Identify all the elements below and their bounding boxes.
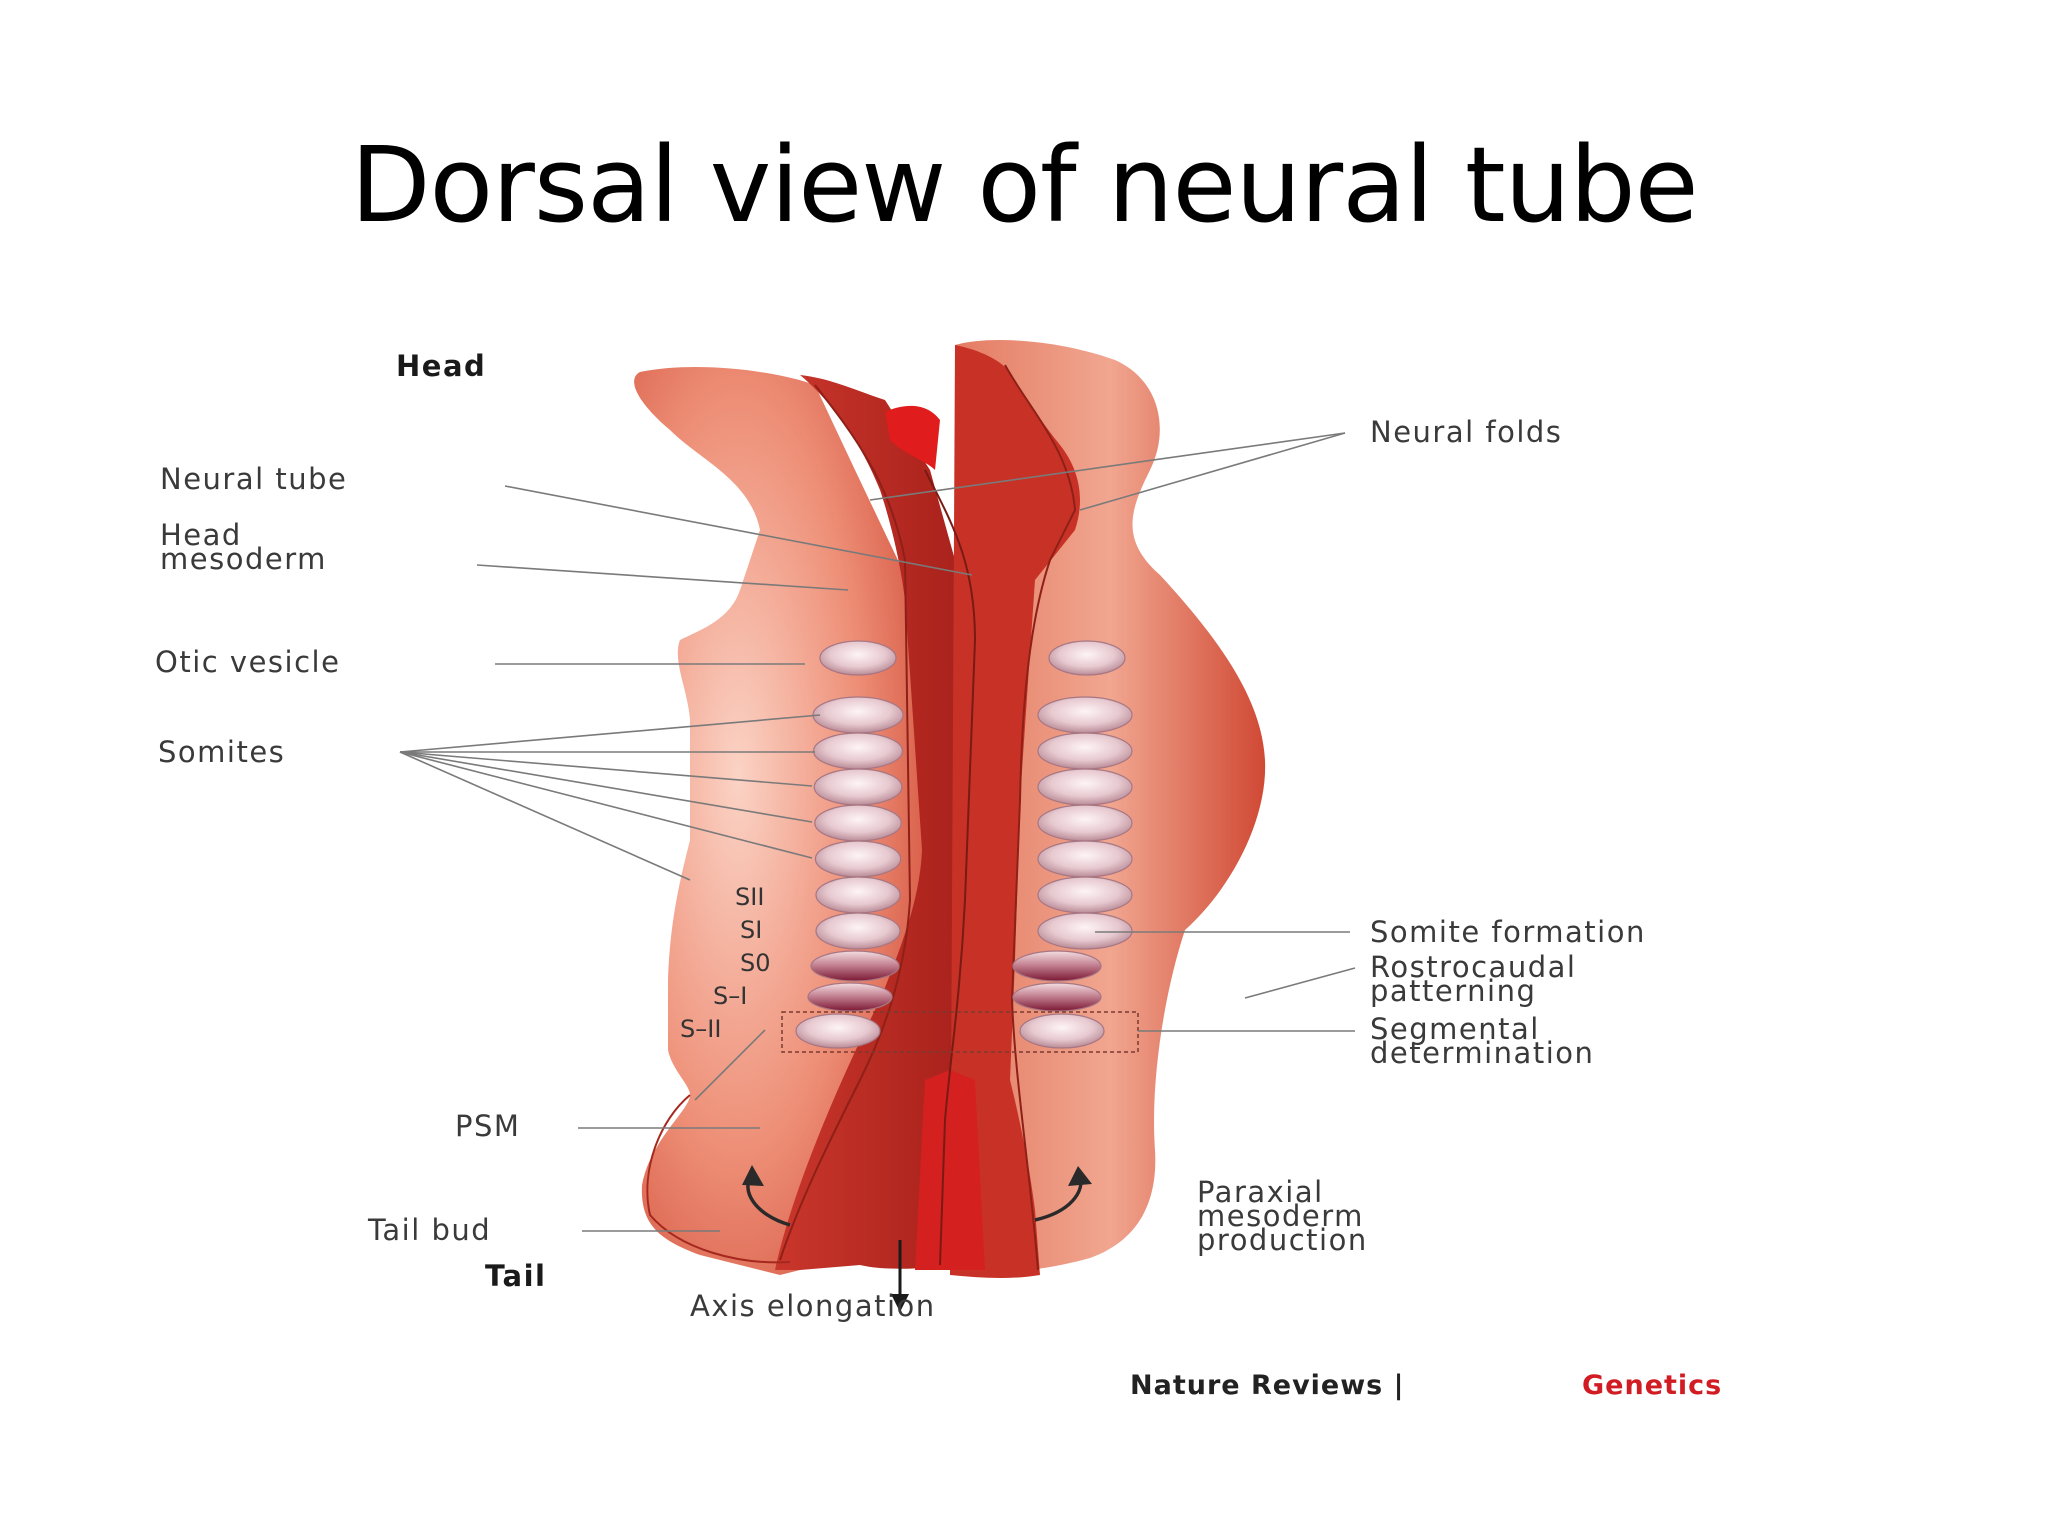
label-segmental-line1: Segmental <box>1370 1012 1540 1046</box>
embryo-body <box>634 340 1266 1279</box>
label-neural-folds: Neural folds <box>1370 415 1562 449</box>
arrow-right-head <box>1068 1166 1092 1186</box>
label-axis-elongation: Axis elongation <box>690 1289 936 1323</box>
label-rostrocaudal-line1: Rostrocaudal <box>1370 950 1576 984</box>
slide-title: Dorsal view of neural tube <box>350 124 1698 246</box>
label-paraxial-line2: mesoderm <box>1197 1199 1364 1233</box>
left-mesoderm <box>634 367 930 1276</box>
somite-right <box>1037 804 1133 842</box>
label-rostrocaudal-line2: patterning <box>1370 974 1536 1008</box>
somite-right <box>1037 840 1133 878</box>
otic-vesicle-left <box>819 640 897 676</box>
label-head: Head <box>396 349 486 383</box>
label-neural-tube: Neural tube <box>160 462 347 496</box>
somite-forming-left <box>810 950 900 982</box>
label-psm: PSM <box>455 1109 520 1143</box>
label-segmental-line2: determination <box>1370 1036 1594 1070</box>
label-paraxial-line3: production <box>1197 1223 1368 1257</box>
presomite-left <box>795 1013 881 1049</box>
label-otic-vesicle: Otic vesicle <box>155 645 340 679</box>
label-si: SI <box>740 916 762 944</box>
right-neural-fold <box>950 345 1080 1279</box>
somite-left <box>815 912 901 950</box>
label-paraxial-line1: Paraxial <box>1197 1175 1324 1209</box>
neural-groove <box>885 405 940 470</box>
left-neural-fold <box>775 375 960 1270</box>
neural-groove-tail <box>915 1070 985 1270</box>
credit-section: Genetics <box>1582 1370 1722 1401</box>
somite-forming-right <box>1012 982 1102 1012</box>
label-head-mesoderm-line1: Head <box>160 518 242 552</box>
arrow-left-head <box>742 1165 764 1186</box>
midline <box>924 469 977 1266</box>
somite-left <box>814 840 902 878</box>
presomite-right <box>1019 1013 1105 1049</box>
tail-bud-edge <box>646 1094 791 1264</box>
somite-forming-right <box>1012 950 1102 982</box>
somite-left <box>812 732 903 770</box>
somites-group <box>795 640 1133 1049</box>
somite-left <box>814 804 902 842</box>
somite-right <box>1037 696 1133 734</box>
label-tail: Tail <box>485 1259 547 1293</box>
label-head-mesoderm-line2: mesoderm <box>160 542 327 576</box>
otic-vesicle-right <box>1048 640 1126 676</box>
leader-lines <box>399 432 1356 1232</box>
label-sii: SII <box>735 883 764 911</box>
label-s-minus-i: S–I <box>713 982 747 1010</box>
label-somite-formation: Somite formation <box>1370 915 1646 949</box>
axis-elongation-arrowhead <box>891 1294 909 1312</box>
somite-left <box>815 876 901 914</box>
segmental-box <box>781 1011 1139 1053</box>
somite-left <box>813 768 903 806</box>
label-tail-bud: Tail bud <box>367 1213 491 1247</box>
label-somites: Somites <box>158 735 285 769</box>
somite-right <box>1037 912 1133 950</box>
credit-journal: Nature Reviews | <box>1130 1370 1405 1401</box>
somite-right <box>1037 768 1133 806</box>
labels: Head Neural tube Head mesoderm Otic vesi… <box>155 349 1646 1323</box>
somite-forming-left <box>807 982 893 1012</box>
fold-edge-right <box>1004 364 1077 1271</box>
label-s0: S0 <box>740 949 771 977</box>
fold-edge-left <box>779 384 912 1261</box>
somite-left <box>812 696 904 734</box>
somite-right <box>1037 732 1133 770</box>
label-s-minus-ii: S–II <box>680 1015 721 1043</box>
somite-right <box>1037 876 1133 914</box>
